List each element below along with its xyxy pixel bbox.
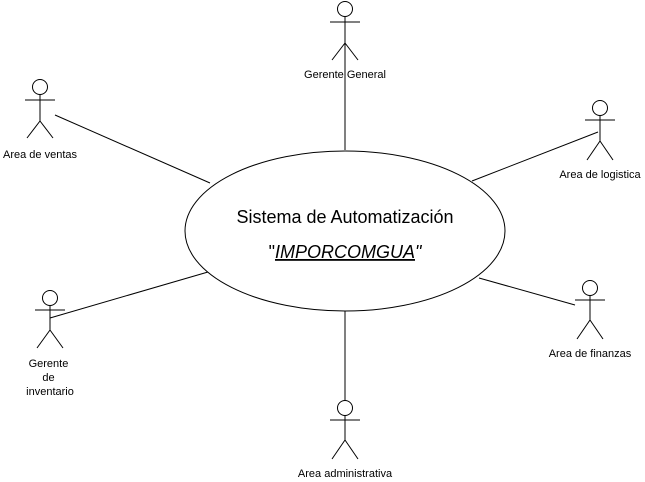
stick-figure-icon [330,1,360,61]
actor-area-finanzas[interactable] [575,280,605,340]
actor-area-logistica[interactable] [585,100,615,161]
actor-label-area-ventas: Area de ventas [3,149,77,161]
system-use-case[interactable]: Sistema de Automatización "IMPORCOMGUA" [184,150,506,312]
actor-label-line-1: Gerente [29,358,69,370]
stick-figure-icon [575,280,605,340]
system-subtitle: "IMPORCOMGUA" [269,242,423,262]
line-gerente-inventario [49,271,209,319]
actor-gerente-general[interactable] [330,1,360,61]
actor-area-ventas[interactable] [25,79,55,139]
system-name: IMPORCOMGUA [275,242,415,262]
actor-label-gerente-inventario: Gerente de inventario [26,358,74,398]
system-ellipse[interactable] [184,150,506,312]
actor-label-line-2: de [42,372,54,384]
stick-figure-icon [35,290,65,349]
actor-gerente-inventario[interactable] [35,290,65,349]
actor-label-area-logistica: Area de logistica [559,169,641,181]
line-area-ventas [54,114,211,184]
system-title: Sistema de Automatización [236,207,453,227]
actor-label-area-finanzas: Area de finanzas [549,348,632,360]
line-area-finanzas [478,277,576,306]
stick-figure-icon [585,100,615,161]
actor-label-area-administrativa: Area administrativa [298,468,393,480]
association-lines [49,30,599,410]
subtitle-quote-open: " [269,242,275,262]
actor-area-administrativa[interactable] [330,400,360,460]
actor-label-gerente-general: Gerente General [304,69,386,81]
subtitle-quote-close: " [415,242,423,262]
line-area-logistica [471,131,599,182]
stick-figure-icon [330,400,360,460]
actor-label-line-3: inventario [26,386,74,398]
stick-figure-icon [25,79,55,139]
